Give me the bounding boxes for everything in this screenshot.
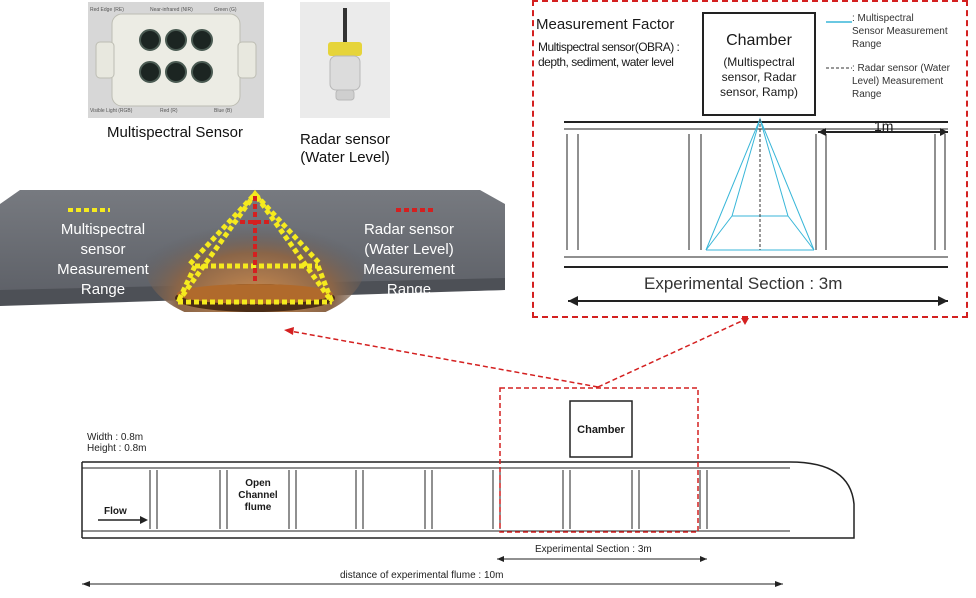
multispectral-sensor-photo: Red Edge (RE) Near-infrared (NIR) Green … (88, 2, 264, 118)
range-panel-graphic (0, 189, 505, 326)
multispectral-range-label: Multispectral sensor Measurement Range (57, 221, 149, 298)
chamber-detail-diagram (564, 12, 948, 306)
multispectral-caption: Multispectral Sensor (107, 124, 243, 141)
band-label: Green (G) (214, 7, 237, 13)
legend-multispectral-text: : Multispectral Sensor Measurement Range (852, 13, 948, 50)
legend-radar-text: : Radar sensor (Water Level) Measurement… (852, 63, 950, 100)
band-label: Visible Light (RGB) (90, 108, 133, 114)
flume-distance-label: distance of experimental flume : 10m (340, 570, 504, 581)
flume-chamber-label: Chamber (577, 424, 625, 436)
flume-width-label: Width : 0.8m (87, 432, 144, 443)
experimental-section-label: Experimental Section : 3m (644, 274, 843, 293)
chamber-detail-frame: Measurement Factor Multispectral sensor(… (532, 0, 968, 318)
band-label: Blue (B) (214, 108, 232, 114)
band-label: Red Edge (RE) (90, 7, 124, 13)
band-label: Near-infrared (NIR) (150, 7, 193, 13)
flume-diagram-graphic (81, 387, 855, 587)
flume-diagram: Width : 0.8m Height : 0.8m Chamber Open … (0, 386, 976, 593)
flume-section-label: Experimental Section : 3m (535, 544, 652, 555)
multispectral-sensor-image: Red Edge (RE) Near-infrared (NIR) Green … (88, 2, 264, 118)
chamber-title: Chamber (726, 32, 792, 49)
chamber-subtitle: (Multispectral sensor, Radar sensor, Ram… (719, 55, 799, 99)
radar-sensor-photo (300, 2, 390, 118)
radar-range-label: Radar sensor (Water Level) Measurement R… (363, 221, 455, 298)
radar-caption: Radar sensor (Water Level) (278, 131, 412, 167)
span-label-1m: 1m (874, 118, 894, 134)
measurement-range-panel: Multispectral sensor Measurement Range R… (0, 182, 505, 326)
measurement-factor-subtitle: Multispectral sensor(OBRA) : depth, sedi… (538, 40, 680, 69)
radar-sensor-image (300, 2, 390, 118)
band-label: Red (R) (160, 108, 178, 114)
flume-height-label: Height : 0.8m (87, 443, 147, 454)
radar-caption-text: Radar sensor (Water Level) (299, 131, 391, 166)
flow-label: Flow (104, 506, 127, 517)
measurement-factor-title: Measurement Factor (536, 16, 675, 33)
open-channel-label: Open Channel flume (238, 478, 278, 513)
